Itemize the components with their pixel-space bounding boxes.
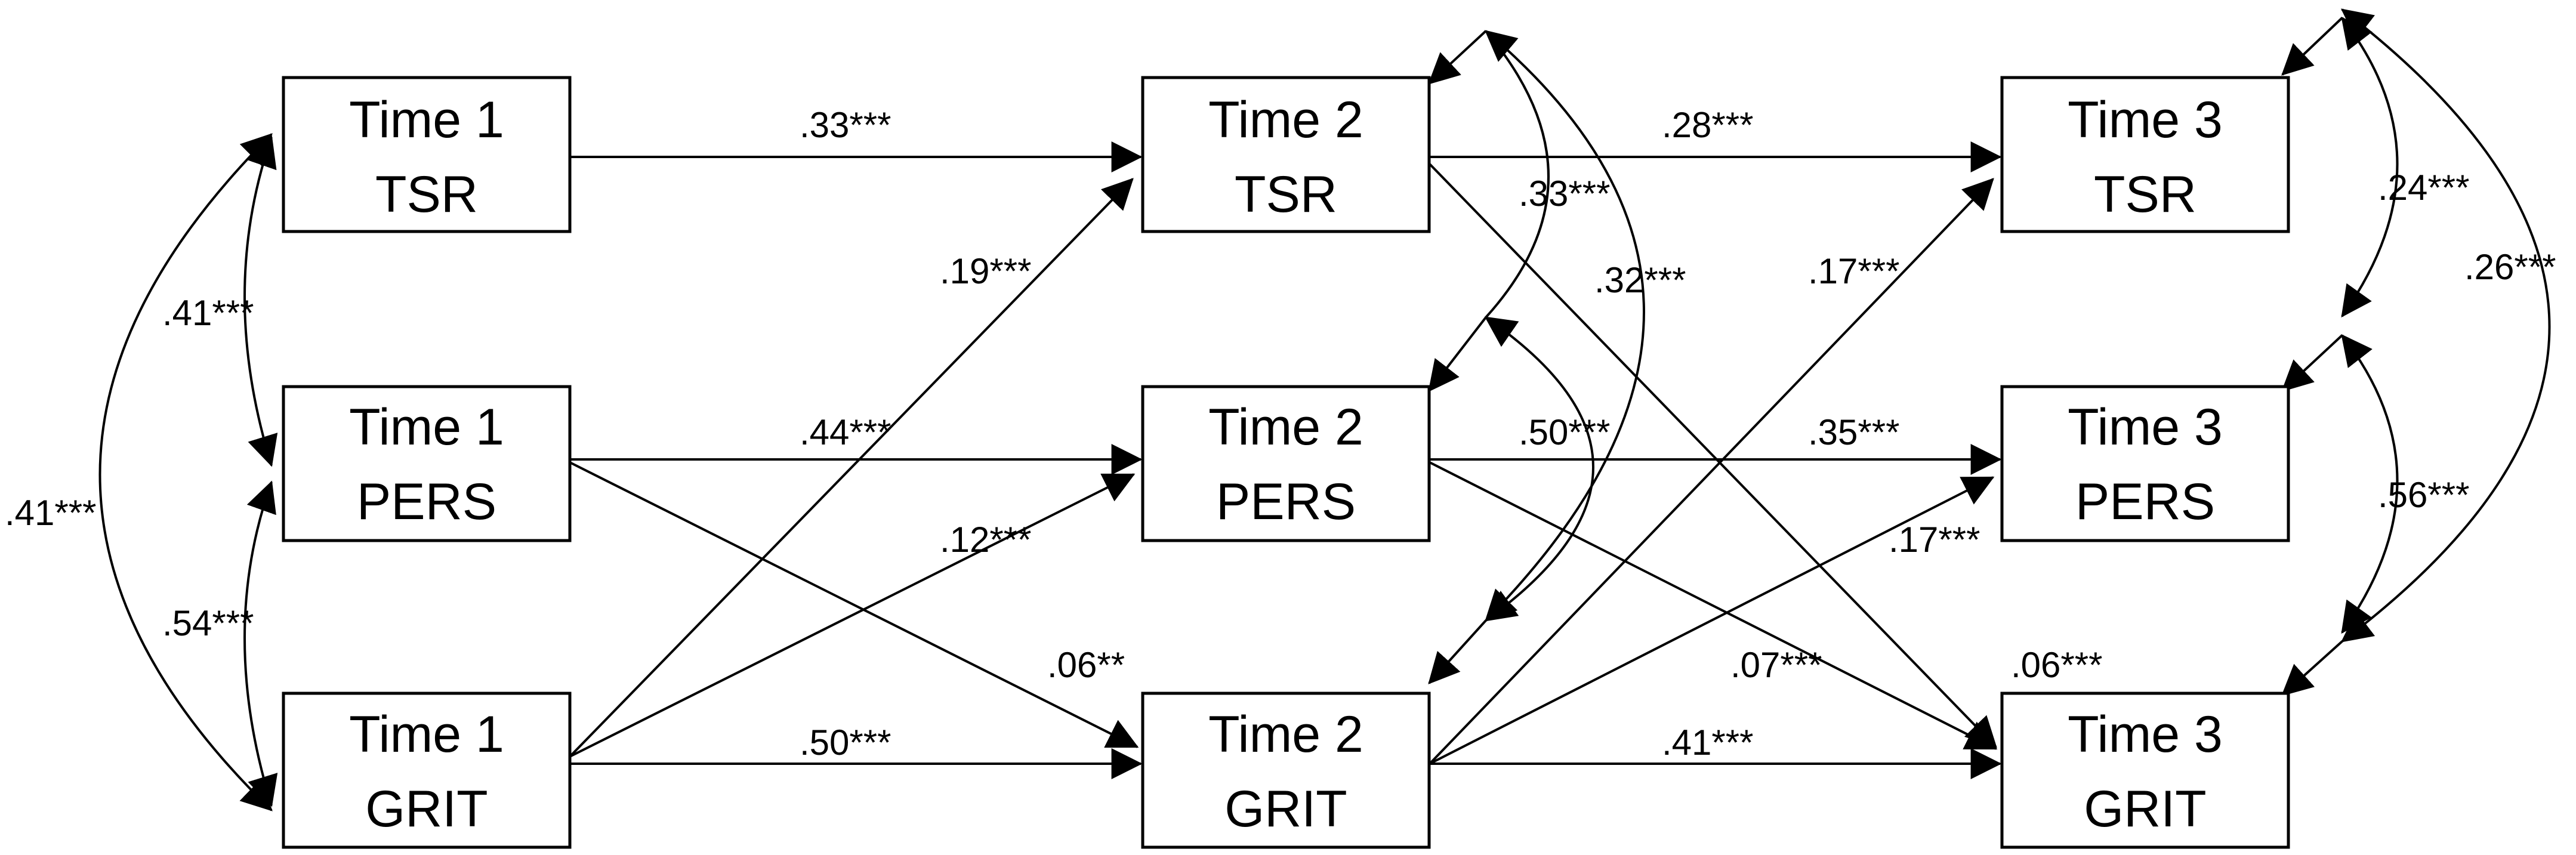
box-time2-grit: Time 2 GRIT <box>1141 692 1431 849</box>
coefficient-labels: .33*** .19*** .44*** .12*** .06** .50***… <box>5 105 2556 763</box>
coef-cov-t3-tsr-pers: .24*** <box>2378 168 2469 208</box>
box-time2-grit-line1: Time 2 <box>1208 706 1363 763</box>
box-time2-pers: Time 2 PERS <box>1141 385 1431 542</box>
coef-cov-t2-pers-grit: .50*** <box>1519 412 1610 452</box>
coef-t2tsr-t3tsr: .28*** <box>1662 105 1753 145</box>
cov-t3-tsr-head <box>2281 17 2343 76</box>
cov-t2-pers-grit <box>1484 316 1594 622</box>
box-time3-tsr: Time 3 TSR <box>2000 76 2290 233</box>
coef-t2pers-t3grit: .07*** <box>1730 645 1822 685</box>
cov-t3-tsr-grit <box>2340 8 2551 643</box>
coef-cov-t3-grit-extra: .06*** <box>2011 645 2102 685</box>
coef-cov-t3-pers-grit: .56*** <box>2378 475 2469 515</box>
path-t1pers-t2grit <box>569 461 1139 748</box>
path-t1grit-t2tsr <box>569 178 1134 758</box>
box-time1-pers-line2: PERS <box>357 473 496 530</box>
box-time3-grit-line2: GRIT <box>2084 780 2206 838</box>
box-time3-grit: Time 3 GRIT <box>2000 692 2290 849</box>
box-time2-tsr: Time 2 TSR <box>1141 76 1431 233</box>
box-time3-pers-line1: Time 3 <box>2068 399 2223 456</box>
cov-t2-tsr-head <box>1428 30 1487 85</box>
covariance-curves <box>98 8 2551 811</box>
coef-cov-t2-tsr-grit: .32*** <box>1594 260 1686 300</box>
path-t2tsr-t3grit <box>1429 163 1997 748</box>
coef-t1grit-t2grit: .50*** <box>800 723 891 763</box>
coef-t2pers-t3pers: .35*** <box>1808 412 1899 452</box>
path-t2grit-t3pers <box>1429 476 1995 765</box>
coef-t2tsr-t3grit: .33*** <box>1519 174 1610 214</box>
cov-t1-tsr-grit <box>98 133 273 811</box>
coef-t1grit-t2tsr: .19*** <box>940 251 1031 291</box>
cov-t3-grit-head <box>2281 640 2343 696</box>
path-t1grit-t2pers <box>569 473 1136 758</box>
box-time3-pers-line2: PERS <box>2075 473 2215 530</box>
variable-boxes: Time 1 TSR Time 1 PERS Time 1 GRIT Time … <box>282 76 2290 849</box>
box-time1-pers: Time 1 PERS <box>282 385 572 542</box>
coef-t2grit-t3tsr: .17*** <box>1808 251 1899 291</box>
box-time1-tsr-line2: TSR <box>375 166 478 223</box>
box-time1-grit-line1: Time 1 <box>349 706 504 763</box>
coef-t2grit-t3grit: .41*** <box>1662 723 1753 763</box>
cov-t3-tsr-pers <box>2341 16 2399 318</box>
cov-t1-pers-grit <box>243 480 278 807</box>
box-time2-pers-line2: PERS <box>1216 473 1356 530</box>
cov-t3-pers-head <box>2281 334 2343 392</box>
cov-t2-pers-head <box>1428 316 1487 393</box>
coef-t1pers-t2grit: .06** <box>1047 645 1125 685</box>
box-time3-tsr-line1: Time 3 <box>2068 91 2223 149</box>
box-time1-tsr: Time 1 TSR <box>282 76 572 233</box>
box-time2-tsr-line1: Time 2 <box>1208 91 1363 149</box>
path-t2grit-t3tsr <box>1429 178 1994 765</box>
cov-t2-grit-head <box>1428 619 1487 684</box>
coef-cov-t1-tsr-pers: .41*** <box>162 293 254 333</box>
box-time3-tsr-line2: TSR <box>2094 166 2196 223</box>
cov-t2-tsr-grit <box>1485 30 1645 622</box>
coef-t2grit-t3pers: .17*** <box>1889 520 1980 560</box>
box-time1-pers-line1: Time 1 <box>349 399 504 456</box>
box-time2-pers-line1: Time 2 <box>1208 399 1363 456</box>
box-time2-tsr-line2: TSR <box>1235 166 1337 223</box>
path-arrows <box>569 141 2002 779</box>
box-time1-tsr-line1: Time 1 <box>349 91 504 149</box>
path-t2pers-t3grit <box>1429 461 1998 750</box>
coef-cov-t1-tsr-grit: .41*** <box>5 493 96 533</box>
coef-t1tsr-t2tsr: .33*** <box>800 105 891 145</box>
box-time1-grit: Time 1 GRIT <box>282 692 572 849</box>
coef-cov-t3-tsr-grit: .26*** <box>2464 247 2556 287</box>
box-time3-grit-line1: Time 3 <box>2068 706 2223 763</box>
coef-t1grit-t2pers: .12*** <box>940 520 1031 560</box>
box-time1-grit-line2: GRIT <box>365 780 488 838</box>
cov-t2-tsr-pers <box>1485 30 1550 319</box>
box-time2-grit-line2: GRIT <box>1224 780 1347 838</box>
coef-cov-t1-pers-grit: .54*** <box>162 603 254 643</box>
coef-t1pers-t2pers: .44*** <box>800 412 891 452</box>
box-time3-pers: Time 3 PERS <box>2000 385 2290 542</box>
